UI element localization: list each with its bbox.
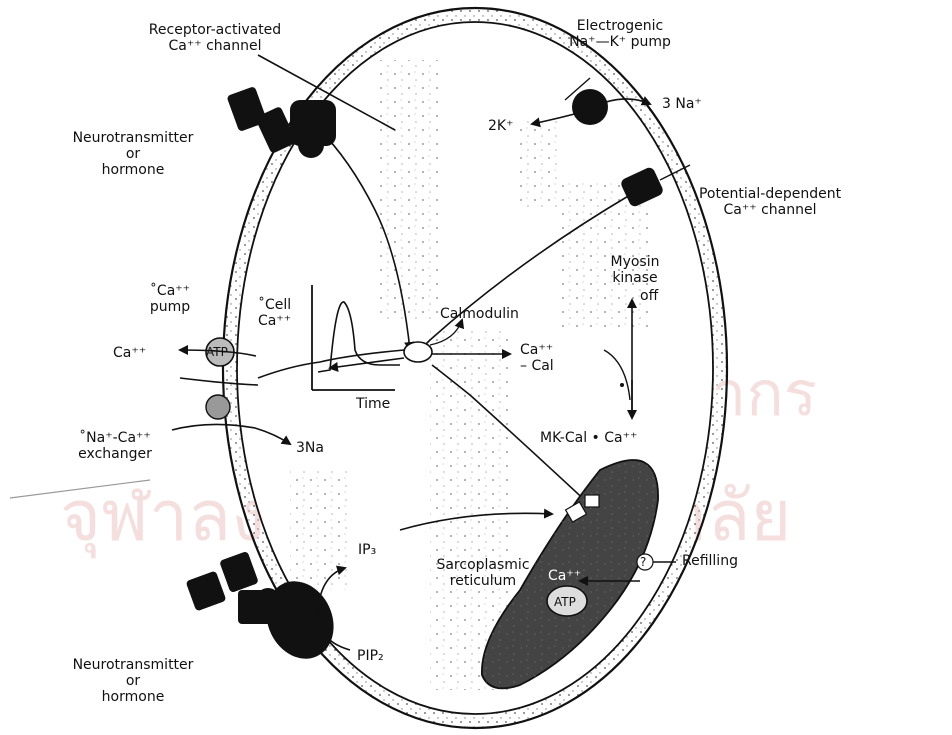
refilling-q-label: ? bbox=[640, 554, 646, 570]
off-label: off bbox=[640, 288, 658, 304]
pip2-label: PIP₂ bbox=[357, 648, 384, 664]
atp-pump-label: ATP bbox=[206, 344, 228, 360]
three-na-out-label: 3 Na⁺ bbox=[662, 96, 702, 112]
ca-out-label: Ca⁺⁺ bbox=[113, 345, 146, 361]
mk-cal-label: MK-Cal • Ca⁺⁺ bbox=[540, 430, 637, 446]
ca-pump-label: ˚Ca⁺⁺pump bbox=[130, 283, 210, 315]
ip3-label: IP₃ bbox=[358, 542, 376, 558]
exchanger-label: ˚Na⁺-Ca⁺⁺exchanger bbox=[60, 430, 170, 462]
three-na-in-label: 3Na bbox=[296, 440, 324, 456]
refilling-label: Refilling bbox=[682, 553, 738, 569]
calmodulin-label: Calmodulin bbox=[440, 306, 519, 322]
time-label: Time bbox=[356, 396, 390, 412]
membrane-tick bbox=[10, 480, 150, 498]
ca-cal-label: Ca⁺⁺– Cal bbox=[520, 342, 554, 374]
sr-ca-label: Ca⁺⁺ bbox=[548, 568, 581, 584]
two-k-in-label: 2K⁺ bbox=[488, 118, 513, 134]
atp-sr-label: ATP bbox=[554, 594, 576, 610]
